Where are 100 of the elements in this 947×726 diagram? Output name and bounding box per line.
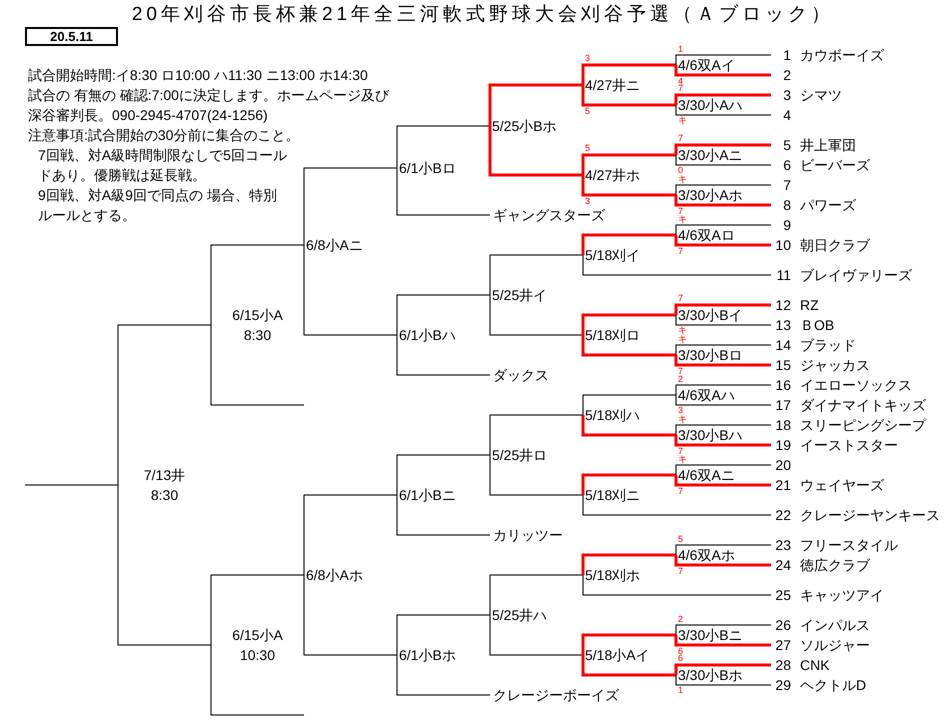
bracket-line [676, 424, 772, 436]
team-name: クレージーボーイズ [490, 686, 619, 704]
bracket-line [674, 195, 771, 206]
match-label: 3/30小Aハ [676, 97, 743, 113]
score-label: 7 [678, 295, 684, 302]
note-text: 注意事項:試合開始の30分前に集合のこと。 [28, 126, 300, 145]
bracket-line [396, 494, 490, 536]
match-label: 6/15小A [232, 627, 283, 643]
bracket-line [210, 324, 304, 406]
bracket-line [304, 574, 398, 656]
seed-number: 3 [783, 86, 791, 104]
bracket-line [674, 94, 771, 105]
seed-number: 10 [775, 236, 791, 254]
score-label: 7 [678, 248, 684, 255]
date-box: 20.5.11 [25, 26, 118, 46]
bracket-line [674, 664, 771, 675]
start-time: 10:30 [240, 647, 276, 663]
score-label: キ [678, 216, 687, 223]
team-name: ジャッカス [800, 356, 870, 374]
bracket-line [674, 235, 771, 246]
bracket-line [676, 224, 772, 236]
score-label: キ [678, 336, 687, 343]
bracket-line [676, 154, 772, 166]
score-label: 3 [678, 407, 684, 414]
match-label: 5/25井ロ [490, 447, 548, 463]
bracket-line [582, 634, 676, 655]
team-name: キャッツアイ [800, 586, 884, 604]
seed-number: 16 [775, 376, 791, 394]
team-name: ブラッド [800, 336, 856, 354]
match-label: 5/18刈イ [583, 247, 640, 263]
bracket-line [490, 454, 584, 496]
bracket-line [674, 475, 771, 486]
match-label: 6/8小Aホ [304, 567, 363, 583]
bracket-line [396, 168, 490, 216]
seed-number: 12 [775, 296, 791, 314]
match-label: 4/27井ニ [583, 77, 640, 93]
bracket-line [676, 384, 772, 396]
match-label: 3/30小Bハ [676, 427, 743, 443]
bracket-line [582, 415, 676, 436]
bracket-line [676, 464, 772, 476]
bracket-line [582, 64, 676, 85]
team-name: RZ [800, 296, 819, 314]
bracket-line [674, 355, 771, 366]
score-label: 7 [678, 448, 684, 455]
bracket-line [582, 85, 676, 106]
match-label: 6/1小Bニ [397, 487, 456, 503]
team-name: イエローソックス [800, 376, 912, 394]
team-name: ビーバーズ [800, 156, 870, 174]
seed-number: 9 [783, 216, 791, 234]
score-label: 3 [585, 198, 590, 205]
bracket-line [676, 184, 772, 196]
bracket-line [582, 394, 676, 416]
bracket-line [674, 144, 771, 155]
team-name: 徳広クラブ [800, 556, 870, 574]
bracket-line [582, 335, 676, 356]
team-name: スリーピングシープ [800, 416, 926, 434]
bracket-line [676, 344, 772, 356]
score-label: 7 [678, 488, 684, 495]
score-label: 2 [678, 616, 684, 623]
score-label: 7 [678, 85, 684, 92]
match-label: 3/30小Bロ [676, 347, 743, 363]
score-label: 7 [678, 208, 684, 215]
team-name: ダックス [490, 366, 549, 384]
team-name: CNK [800, 656, 830, 674]
match-label: 5/25井ハ [490, 607, 548, 623]
bracket-line [582, 574, 772, 596]
score-label: キ [678, 176, 687, 183]
seed-number: 15 [775, 356, 791, 374]
note-text: 試合の 有無の 確認:7:00に決定します。ホームページ及び深谷審判長。090-2945-4707(24-1256) [28, 86, 390, 125]
bracket-line [676, 104, 772, 116]
score-label: 7 [678, 568, 684, 575]
seed-number: 26 [775, 616, 791, 634]
seed-number: 17 [775, 396, 791, 414]
seed-number: 21 [775, 476, 791, 494]
score-label: 1 [678, 687, 684, 694]
match-label: 5/18刈ニ [583, 487, 640, 503]
team-name: ブレイヴァリーズ [800, 266, 912, 284]
match-label: 4/6双Aイ [676, 57, 735, 73]
team-name: 朝日クラブ [800, 236, 870, 254]
match-label: 3/30小Bイ [676, 307, 743, 323]
note-text: 試合開始時間:イ8:30 ロ10:00 ハ11:30 ニ13:00 ホ14:30 [28, 66, 368, 85]
bracket-line [582, 175, 676, 196]
score-label: キ [678, 327, 687, 334]
match-label: 3/30小Aホ [676, 187, 743, 203]
match-label: 6/1小Bハ [397, 327, 456, 343]
match-label: 4/6双Aホ [676, 547, 735, 563]
bracket-line [488, 84, 583, 126]
bracket-line [396, 294, 490, 336]
match-label: 7/13井 [144, 467, 186, 483]
match-label: 5/25小Bホ [490, 118, 557, 134]
bracket-line [674, 65, 771, 76]
bracket-line [118, 324, 212, 486]
bracket-line [582, 254, 772, 276]
bracket-line [674, 435, 771, 446]
bracket-line [210, 574, 304, 646]
team-name: クレージーヤンキース [800, 506, 940, 524]
seed-number: 20 [775, 456, 791, 474]
seed-number: 22 [775, 506, 791, 524]
match-label: 5/18刈ホ [583, 567, 640, 583]
team-name: ギャングスターズ [490, 206, 605, 224]
